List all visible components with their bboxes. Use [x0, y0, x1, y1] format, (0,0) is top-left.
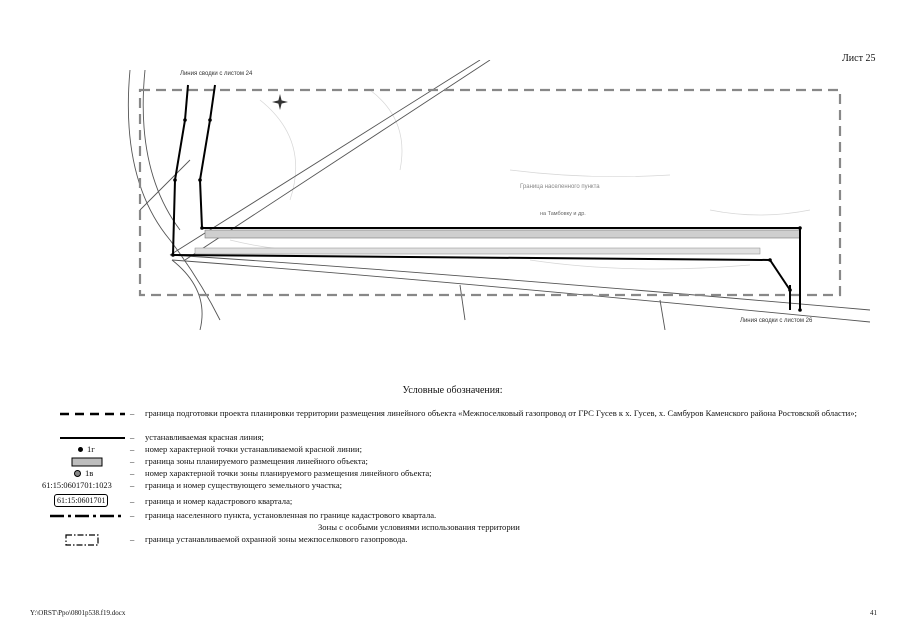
site-plan-map: Линия сводки с листом 24 Линия сводки с …: [127, 60, 871, 330]
match-line-bottom-label: Линия сводки с листом 26: [740, 318, 813, 324]
red-line: [172, 84, 801, 310]
dash-dot-line-symbol: [50, 514, 125, 518]
point-number-sample: 1г: [87, 444, 95, 454]
match-line-top-label: Линия сводки с листом 24: [180, 71, 253, 77]
direction-label: на Тамбовку и др.: [540, 211, 586, 217]
footer-page-number: 41: [870, 609, 877, 617]
dot-icon: [78, 447, 83, 452]
legend-item-red-point: 1г – номер характерной точки устанавлива…: [30, 444, 870, 456]
quarter-number-sample: 61:15:0601701: [54, 494, 109, 507]
legend-item-zone-band: – граница зоны планируемого размещения л…: [30, 456, 870, 468]
dashed-line-symbol: [60, 412, 125, 416]
legend-item-zone-point: 1в – номер характерной точки зоны планир…: [30, 468, 870, 480]
legend-item-boundary: – граница подготовки проекта планировки …: [30, 408, 870, 432]
legend-section-note: Зоны с особыми условиями использования т…: [318, 522, 520, 532]
legend-item-settlement: – граница населенного пункта, установлен…: [30, 510, 870, 522]
red-line-points: [171, 118, 802, 312]
zone-point-number-sample: 1в: [85, 468, 94, 478]
legend-item-red-line: – устанавливаемая красная линия;: [30, 432, 870, 444]
ring-icon: [74, 470, 81, 477]
legend: – граница подготовки проекта планировки …: [30, 408, 870, 546]
legend-item-quarter: 61:15:0601701 – граница и номер кадастро…: [30, 492, 870, 510]
planning-boundary: [138, 88, 842, 297]
placement-zone-band: [194, 229, 801, 255]
terrain-contours: [229, 89, 811, 270]
solid-line-symbol: [60, 437, 125, 439]
legend-title: Условные обозначения:: [402, 385, 503, 396]
zone-box-symbol: [65, 534, 99, 546]
sheet-label: Лист 25: [842, 53, 876, 64]
road-outlines: [127, 60, 871, 330]
legend-item-protection-zone: – граница устанавливаемой охранной зоны …: [30, 534, 870, 546]
footer-file-path: Y:\ORST\Ppo\0801p538.f19.docx: [30, 609, 126, 617]
legend-item-parcel: 61:15:0601701:1023 – граница и номер сущ…: [42, 480, 343, 490]
hatched-band-symbol: [71, 457, 103, 467]
parcel-number-sample: 61:15:0601701:1023: [42, 481, 112, 490]
settlement-boundary-label: Граница населенного пункта: [520, 184, 600, 190]
compass-rose-icon: [272, 94, 288, 110]
